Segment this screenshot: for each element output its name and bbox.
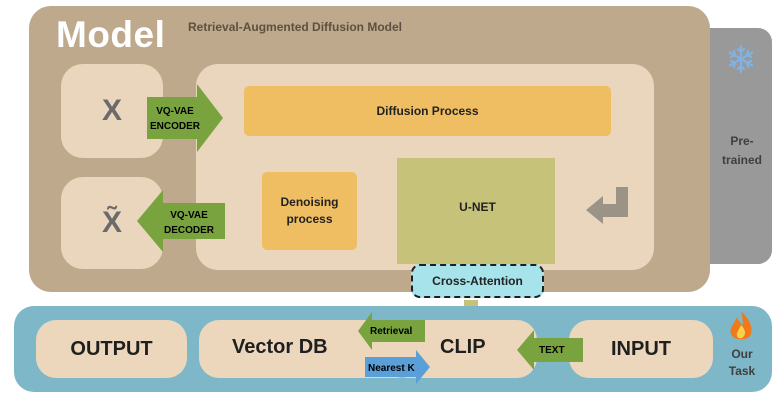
- denoising-process-box: Denoising process: [262, 172, 357, 250]
- output-box: OUTPUT: [36, 320, 187, 378]
- pretrained-label-line1: Pre-: [730, 134, 754, 148]
- unet-label: U-NET: [459, 200, 496, 214]
- input-x-symbol: X: [101, 94, 122, 127]
- retrieval-arrow: [358, 312, 425, 350]
- input-label: INPUT: [611, 337, 671, 360]
- decoder-label-line1: VQ-VAE: [170, 210, 208, 221]
- nearest-k-label: Nearest K: [368, 363, 415, 374]
- encoder-label-line2: ENCODER: [149, 121, 200, 132]
- return-arrow-icon: [586, 187, 628, 224]
- cross-attention-box: Cross-Attention: [411, 264, 544, 298]
- output-x-tilde-symbol: X̃: [101, 206, 122, 239]
- output-label: OUTPUT: [70, 337, 153, 360]
- vector-db-label: Vector DB: [232, 336, 328, 358]
- text-label: TEXT: [539, 345, 565, 356]
- encoder-label-line1: VQ-VAE: [156, 106, 194, 117]
- denoising-label-line2: process: [286, 212, 333, 226]
- encoder-label: VQ-VAE ENCODER: [147, 104, 203, 134]
- decoder-label: VQ-VAE DECODER: [158, 208, 220, 238]
- input-x-box: X: [61, 64, 163, 158]
- our-task-line1: Our: [731, 347, 753, 361]
- cross-attention-label: Cross-Attention: [432, 274, 523, 288]
- model-subtitle: Retrieval-Augmented Diffusion Model: [188, 20, 403, 34]
- input-box: INPUT: [569, 320, 713, 378]
- retrieval-label: Retrieval: [370, 326, 413, 337]
- encoder-arrow: [147, 84, 223, 152]
- unet-shape-fill: [397, 158, 555, 264]
- decoder-label-line2: DECODER: [163, 225, 214, 236]
- diffusion-process-label: Diffusion Process: [376, 104, 479, 118]
- clip-label: CLIP: [440, 336, 486, 358]
- flame-icon: [730, 311, 752, 340]
- diffusion-process-box: Diffusion Process: [244, 86, 611, 136]
- text-arrow: [517, 330, 583, 370]
- pretrained-label-line2: trained: [721, 153, 762, 167]
- our-task-line2: Task: [728, 364, 756, 378]
- snowflake-icon: [728, 44, 754, 74]
- our-task-label: Our Task: [720, 346, 764, 380]
- denoising-label-line1: Denoising: [280, 195, 339, 209]
- decoder-arrow: [137, 190, 225, 252]
- model-title: Model: [56, 14, 166, 55]
- pretrained-label: Pre- trained: [712, 132, 772, 170]
- nearest-k-arrow: [365, 350, 430, 384]
